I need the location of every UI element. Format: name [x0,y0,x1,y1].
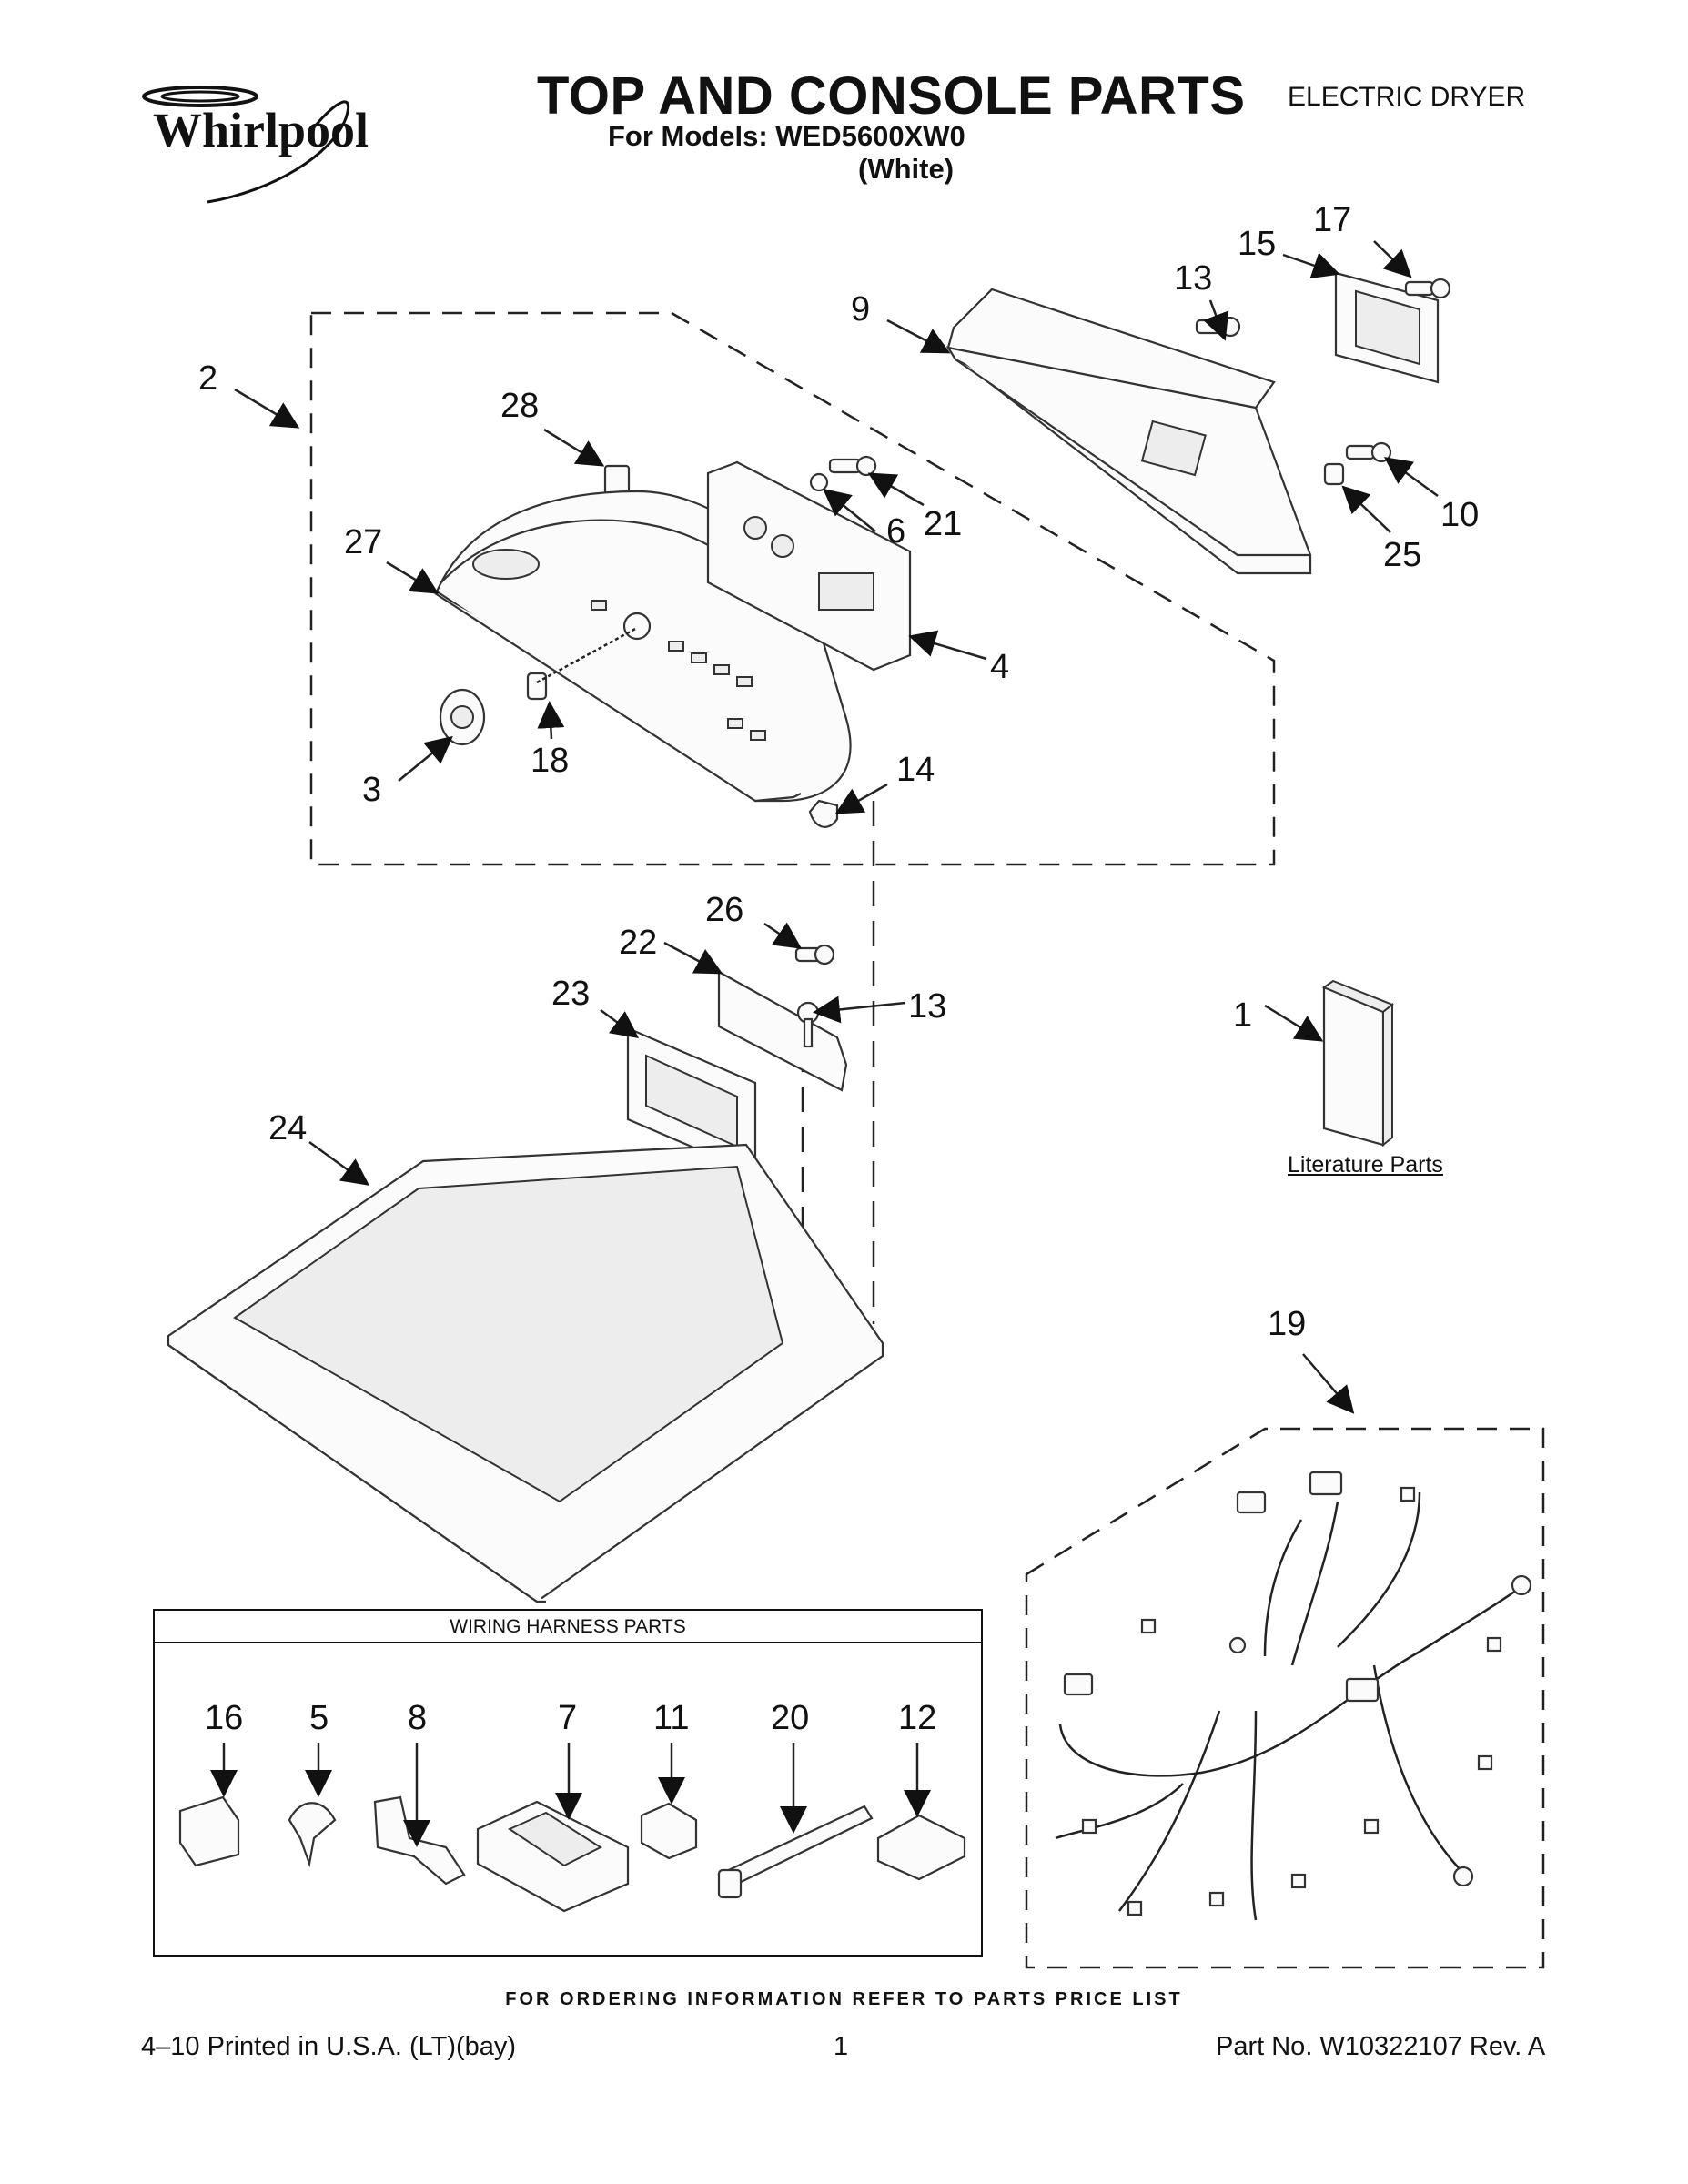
callout-8: 8 [408,1699,427,1737]
terminal-part [373,1795,466,1886]
screw-part [1345,441,1392,463]
callout-1: 1 [1233,996,1252,1035]
callout-18: 18 [531,742,569,780]
ordering-note: FOR ORDERING INFORMATION REFER TO PARTS … [505,1989,1183,2009]
sensor-board-part [1334,271,1440,384]
literature-booklet-part [1321,979,1394,1148]
part-number: Part No. W10322107 Rev. A [1216,2032,1546,2061]
callout-27: 27 [344,523,382,561]
page-title: TOP AND CONSOLE PARTS [537,66,1246,126]
leader-lines [210,240,1439,1847]
callout-11: 11 [653,1699,689,1737]
callout-23: 23 [551,975,590,1013]
callout-13: 13 [908,987,946,1026]
screw-part [828,455,877,477]
clip-part [1323,462,1345,486]
document-type: ELECTRIC DRYER [1288,82,1526,112]
callout-21: 21 [924,505,962,543]
callout-24: 24 [268,1109,307,1148]
callout-2: 2 [198,359,217,398]
callout-20: 20 [771,1699,809,1737]
wire-clip-part [288,1802,337,1868]
wiring-harness-part [1055,1471,1532,1921]
connector-block-part [476,1800,630,1913]
wiring-harness-outline [1025,1427,1545,1969]
callout-7: 7 [558,1699,577,1737]
cable-tie-part [717,1805,874,1899]
callout-17: 17 [1313,201,1351,239]
wire-connector-part [178,1795,240,1867]
console-group-outline [309,311,1276,866]
callout-22: 22 [619,924,657,962]
console-bracket-part [945,288,1312,575]
callout-28: 28 [500,387,539,425]
page-number: 1 [834,2032,849,2061]
print-info: 4–10 Printed in U.S.A. (LT)(bay) [141,2032,517,2061]
literature-parts-label: Literature Parts [1288,1152,1443,1178]
callout-14: 14 [896,751,935,789]
callout-12: 12 [898,1699,936,1737]
callout-labels: 2 27 28 3 18 4 6 21 9 13 15 17 10 25 14 … [198,201,1479,1737]
screw-part [1404,278,1451,299]
callout-13: 13 [1174,259,1212,298]
led-part [809,472,829,492]
callout-6: 6 [886,512,905,551]
callout-5: 5 [309,1699,329,1737]
callout-9: 9 [851,290,870,329]
whirlpool-logo [142,86,350,204]
mounting-bracket-part [717,970,848,1092]
wiring-harness-heading: WIRING HARNESS PARTS [155,1611,981,1643]
callout-25: 25 [1383,536,1421,574]
shaft-part [526,672,548,701]
wiring-harness-box [153,1609,983,1956]
callout-15: 15 [1238,225,1276,263]
callout-26: 26 [705,891,743,929]
brand-wordmark: Whirlpool [153,103,369,157]
callout-4: 4 [990,648,1009,686]
model-color: (White) [858,153,955,185]
knob-part [450,705,474,729]
model-line: For Models: WED5600XW0 [608,120,965,152]
callout-16: 16 [205,1699,243,1737]
callout-10: 10 [1440,496,1479,534]
screw-part [794,944,835,966]
dryer-top-part [167,1143,884,1603]
clamp-part [808,799,839,828]
callout-3: 3 [362,771,381,809]
callout-19: 19 [1268,1305,1306,1343]
